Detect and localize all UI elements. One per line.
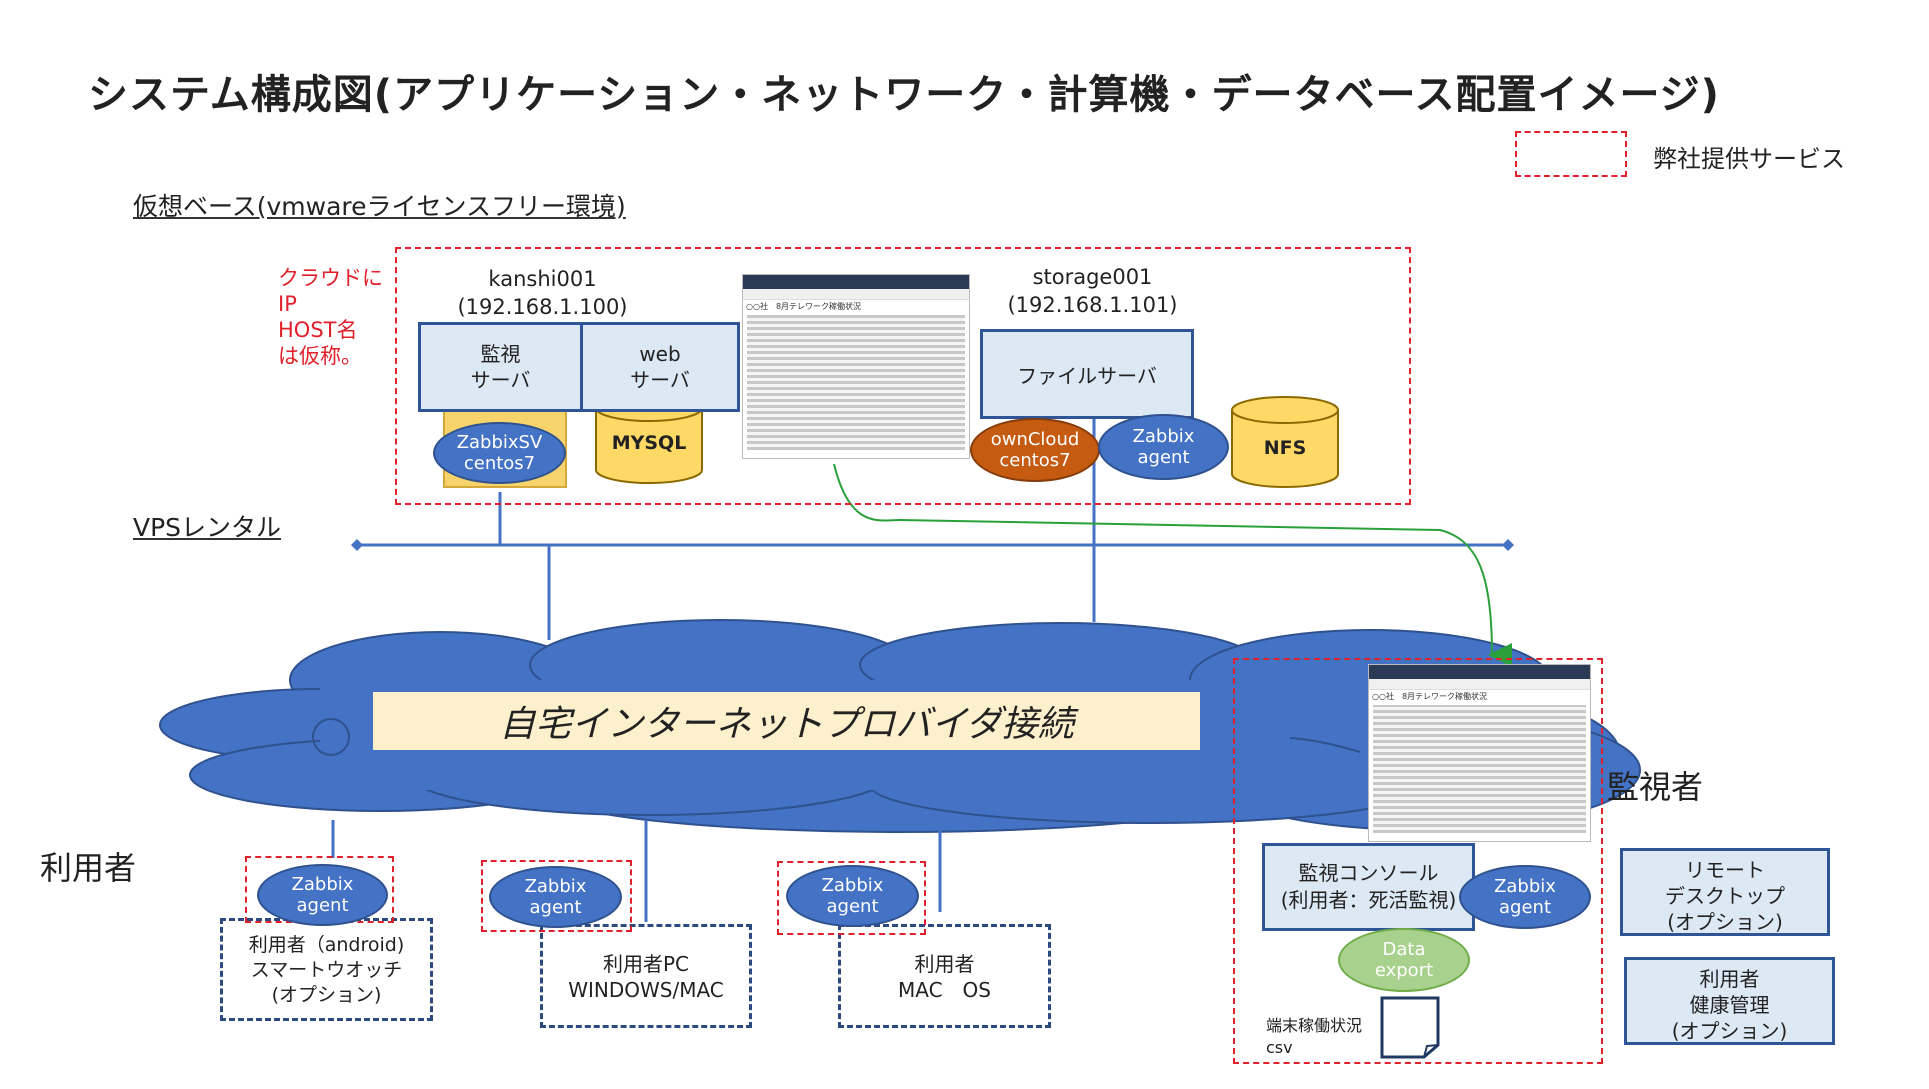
zabbix-sv-os: centos7 [463, 453, 536, 474]
mysql-label: MYSQL [611, 432, 687, 454]
data-export-line: export [1374, 960, 1434, 981]
service-marker-pc [481, 860, 632, 932]
browser-caption: ○○社 8月テレワーク稼働状況 [1372, 692, 1488, 701]
zabbix-agent-line: Zabbix [821, 875, 884, 896]
kanshi-ip: (192.168.1.100) [457, 295, 628, 319]
data-flow-arrow [833, 463, 1513, 667]
csv-label: 端末稼働状況 csv [1266, 1015, 1362, 1059]
data-export-ellipse: Data export [1338, 928, 1470, 992]
file-server-label: ファイルサーバ [1017, 364, 1157, 388]
nfs-cylinder [1231, 396, 1339, 488]
user-device-pc: 利用者PC WINDOWS/MAC [540, 924, 752, 1028]
device-line: 利用者PC [602, 952, 690, 976]
file-server-box: ファイルサーバ [980, 329, 1194, 419]
zabbix-agent-watcher: Zabbix agent [1459, 865, 1591, 929]
health-management-box: 利用者 健康管理 (オプション) [1624, 957, 1835, 1045]
users-label: 利用者 [40, 849, 137, 887]
owncloud-os: centos7 [999, 450, 1071, 471]
zabbix-agent-line: Zabbix [1494, 876, 1556, 897]
device-line: 利用者 [914, 952, 975, 976]
web-server-line: web [639, 342, 681, 366]
health-line: 利用者 [1699, 967, 1760, 991]
legend-label: 弊社提供サービス [1653, 145, 1845, 173]
internet-banner: 自宅インターネットプロバイダ接続 [373, 692, 1200, 750]
browser-tabbar [743, 275, 969, 289]
zabbix-agent-line: Zabbix [524, 876, 587, 897]
status-browser-window: ○○社 8月テレワーク稼働状況 [742, 274, 970, 459]
remote-desktop-line: (オプション) [1667, 910, 1783, 934]
zabbix-agent-mac: Zabbix agent [786, 865, 919, 927]
remote-desktop-box: リモート デスクトップ (オプション) [1620, 848, 1830, 936]
remote-desktop-line: デスクトップ [1665, 884, 1785, 908]
zabbix-agent-line: agent [826, 896, 879, 917]
nfs-label: NFS [1263, 437, 1307, 459]
monitor-console-box: 監視コンソール (利用者：死活監視) [1262, 843, 1475, 931]
internet-label: 自宅インターネットプロバイダ接続 [499, 704, 1074, 745]
zabbix-agent-line: agent [1499, 897, 1551, 918]
zabbix-agent-line: agent [296, 895, 349, 916]
status-grid [747, 315, 965, 450]
remote-desktop-line: リモート [1685, 858, 1765, 882]
status-grid [1373, 705, 1586, 833]
zabbix-server-ellipse: ZabbixSV centos7 [433, 422, 566, 484]
health-line: 健康管理 [1689, 993, 1770, 1017]
watcher-label: 監視者 [1607, 768, 1704, 806]
zabbix-agent-line: Zabbix [1132, 426, 1195, 447]
cloud-note-line: クラウドに [278, 266, 383, 290]
monitor-server-box: 監視 サーバ [418, 322, 583, 412]
zabbix-agent-pc: Zabbix agent [489, 866, 622, 928]
web-server-box: web サーバ [580, 322, 740, 412]
browser-tabbar [1369, 665, 1590, 679]
owncloud-ellipse: ownCloud centos7 [970, 418, 1100, 482]
virtual-base-label: 仮想ベース(vmwareライセンスフリー環境) [133, 192, 626, 221]
device-line: (オプション) [271, 984, 382, 1006]
monitor-server-line: サーバ [470, 368, 531, 392]
owncloud-name: ownCloud [990, 429, 1080, 450]
browser-addressbar [743, 289, 969, 300]
zabbix-agent-line: Zabbix [291, 874, 354, 895]
legend-swatch [1515, 131, 1627, 177]
console-line: 監視コンソール [1298, 861, 1439, 885]
storage-name: storage001 [1032, 265, 1153, 289]
device-line: MAC OS [898, 978, 991, 1002]
storage-ip: (192.168.1.101) [1007, 293, 1178, 317]
kanshi-name: kanshi001 [488, 267, 597, 291]
console-line: (利用者：死活監視) [1280, 888, 1457, 912]
zabbix-agent-line: agent [529, 897, 582, 918]
user-device-mac: 利用者 MAC OS [838, 924, 1051, 1028]
service-marker-mac [777, 861, 926, 935]
device-line: WINDOWS/MAC [568, 978, 724, 1002]
storage-host-label: storage001 (192.168.1.101) [1000, 263, 1185, 319]
data-export-line: Data [1382, 939, 1426, 960]
device-line: スマートウオッチ [250, 959, 403, 981]
page-title: システム構成図(アプリケーション・ネットワーク・計算機・データベース配置イメージ… [88, 72, 1720, 118]
watcher-browser-window: ○○社 8月テレワーク稼働状況 [1368, 664, 1591, 842]
browser-caption: ○○社 8月テレワーク稼働状況 [746, 302, 862, 311]
cloud-note: クラウドに IP HOST名 は仮称。 [278, 265, 383, 369]
watcher-services-area [1233, 658, 1603, 1064]
cloud-note-line: IP [278, 292, 297, 316]
csv-document-icon [1380, 996, 1440, 1059]
web-server-line: サーバ [630, 368, 690, 392]
cloud-note-line: HOST名 [278, 318, 358, 342]
browser-addressbar [1369, 679, 1590, 690]
cloud-note-line: は仮称。 [278, 344, 362, 368]
kanshi-host-label: kanshi001 (192.168.1.100) [450, 265, 635, 321]
csv-label-line: 端末稼働状況 [1266, 1016, 1363, 1035]
device-line: 利用者（android) [248, 934, 405, 956]
csv-label-line: csv [1266, 1038, 1293, 1057]
zabbix-agent-storage: Zabbix agent [1098, 414, 1229, 480]
zabbix-agent-android: Zabbix agent [257, 864, 388, 926]
cloud-bubble [312, 718, 350, 756]
monitor-server-line: 監視 [480, 342, 521, 366]
vps-label: VPSレンタル [133, 513, 282, 542]
zabbix-sv-name: ZabbixSV [456, 432, 543, 453]
zabbix-agent-line: agent [1137, 447, 1190, 468]
cloud-services-area [395, 247, 1411, 505]
health-line: (オプション) [1671, 1019, 1788, 1043]
user-device-android: 利用者（android) スマートウオッチ (オプション) [220, 918, 433, 1021]
